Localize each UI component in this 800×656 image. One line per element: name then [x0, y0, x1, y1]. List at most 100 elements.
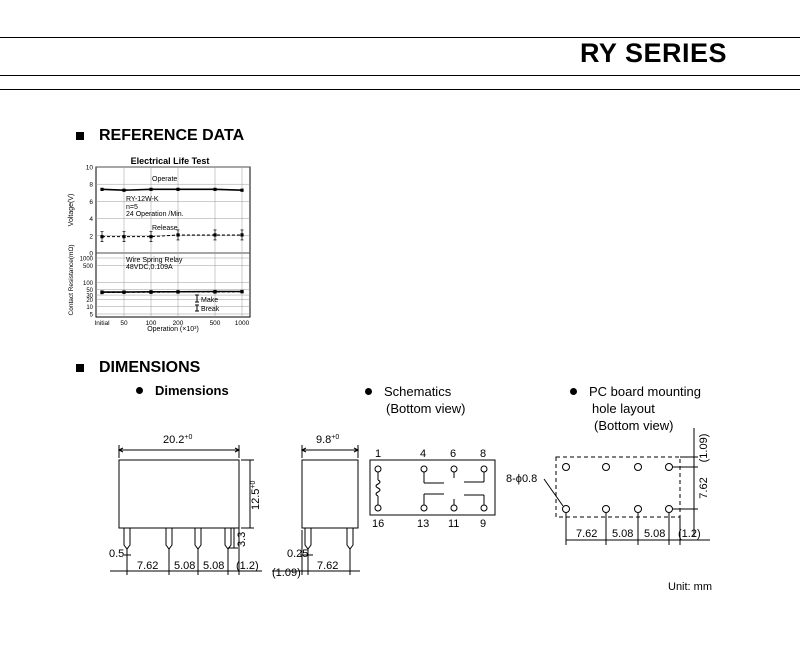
y-tick-label: 100 [83, 281, 94, 287]
data-point [240, 188, 244, 192]
hole-leader [543, 478, 564, 507]
mounting-hole [665, 463, 673, 471]
schematic-frame [369, 459, 496, 516]
pin-label: 1 [375, 448, 381, 460]
y-tick-label: 8 [89, 182, 93, 189]
series-label-operate: Operate [152, 176, 177, 183]
header-rule-middle [0, 75, 800, 76]
round-bullet-icon [365, 388, 372, 395]
unit-label: Unit: mm [668, 581, 712, 593]
pin-hole [420, 504, 428, 512]
pitch-label-2: 5.08 [174, 560, 195, 572]
data-point [122, 188, 126, 192]
mounting-hole [602, 505, 610, 513]
reference-data-heading-text: REFERENCE DATA [99, 127, 245, 144]
y-tick-label: 0 [89, 251, 93, 258]
square-bullet-icon [76, 364, 84, 372]
pin-label: 4 [420, 448, 426, 460]
upper-y-label: Voltage(V) [68, 194, 75, 227]
y-tick-label: 5 [90, 313, 94, 319]
annotation-model: RY-12W-K [126, 196, 159, 203]
pitch-label-3: 5.08 [203, 560, 224, 572]
side-view-drawing [272, 445, 360, 575]
pin-hole [480, 465, 488, 473]
pin-hole [420, 465, 428, 473]
y-tick-label: 1000 [80, 257, 94, 263]
pin [224, 528, 232, 550]
side-pin-width-label: 0.25 [287, 548, 308, 560]
pin-length-label: 3.3 [236, 532, 248, 547]
data-point [122, 290, 126, 294]
series-label-release: Release [152, 225, 178, 232]
legend-break: Break [201, 306, 220, 313]
side-pitch-label: 7.62 [317, 560, 338, 572]
data-point [176, 290, 180, 294]
pin-hole [374, 504, 382, 512]
side-view-labels: 9.8+0 0.25 (1.09) 7.62 [272, 434, 339, 579]
pin [346, 528, 354, 550]
side-width-label: 9.8+0 [316, 434, 339, 446]
dimensions-heading: DIMENSIONS [76, 359, 200, 377]
mounting-hole [562, 505, 570, 513]
front-view-drawing [110, 445, 262, 575]
pcb-layout-drawing [543, 428, 710, 545]
y-tick-label: 4 [89, 216, 93, 223]
x-tick-label: 100 [146, 320, 157, 327]
chart-title: Electrical Life Test [131, 156, 210, 166]
annotation-relay: Wire Spring Relay [126, 257, 183, 264]
pin-hole [450, 465, 458, 473]
front-height-label: 12.5+0 [250, 480, 262, 510]
data-point [100, 187, 104, 191]
dimensions-heading-text: DIMENSIONS [99, 359, 201, 376]
pin-hole [450, 504, 458, 512]
pcb-labels: 8-ϕ0.8 (1.09) 7.62 7.62 5.08 5.08 (1.2) [506, 434, 710, 540]
pitch-label-1: 7.62 [137, 560, 158, 572]
series-line-operate [101, 188, 243, 192]
pin-label: 6 [450, 448, 456, 460]
pitch-label-4: (1.2) [236, 560, 259, 572]
schematics-label: Schematics (Bottom view) [365, 383, 465, 417]
mounting-hole [602, 463, 610, 471]
x-tick-label: Initial [94, 320, 110, 327]
y-tick-label: 30 [86, 294, 93, 300]
row-pitch-label: 7.62 [698, 477, 710, 498]
data-point [213, 290, 217, 294]
side-offset-label: (1.09) [272, 567, 301, 579]
mounting-hole [562, 463, 570, 471]
front-pins [123, 528, 232, 550]
pcb-layout-label: PC board mounting hole layout (Bottom vi… [570, 383, 701, 434]
pin-label: 13 [417, 518, 429, 530]
mounting-hole [665, 505, 673, 513]
pin-label: 9 [480, 518, 486, 530]
y-tick-label: 10 [86, 165, 94, 172]
y-tick-label: 10 [86, 305, 93, 311]
series-line-release [102, 234, 242, 238]
x-tick-label: 1000 [235, 320, 250, 327]
pin [194, 528, 202, 550]
page-title: RY SERIES [579, 38, 727, 68]
header-rule-top [0, 37, 800, 38]
x-tick-label: 50 [120, 320, 128, 327]
mounting-hole [634, 505, 642, 513]
data-point [240, 290, 244, 294]
pin-label: 8 [480, 448, 486, 460]
lower-y-label: Contact Resistance(mΩ) [68, 245, 75, 316]
reference-data-heading: REFERENCE DATA [76, 127, 244, 145]
legend-make: Make [201, 297, 218, 304]
front-view-labels: 20.2+0 12.5+0 3.3 0.5 7.62 5.08 5.08 (1.… [109, 434, 262, 572]
pin [165, 528, 173, 550]
pcb-pitch-label-4: (1.2) [678, 528, 701, 540]
pin [304, 528, 312, 550]
pin-label: 16 [372, 518, 384, 530]
x-axis-label: Operation (×10³) [147, 326, 199, 333]
pcb-outline [555, 456, 681, 518]
mounting-hole [634, 463, 642, 471]
pcb-pitch-label-2: 5.08 [612, 528, 633, 540]
pin-hole [480, 504, 488, 512]
y-tick-label: 20 [86, 298, 93, 304]
top-offset-label: (1.09) [698, 434, 710, 463]
